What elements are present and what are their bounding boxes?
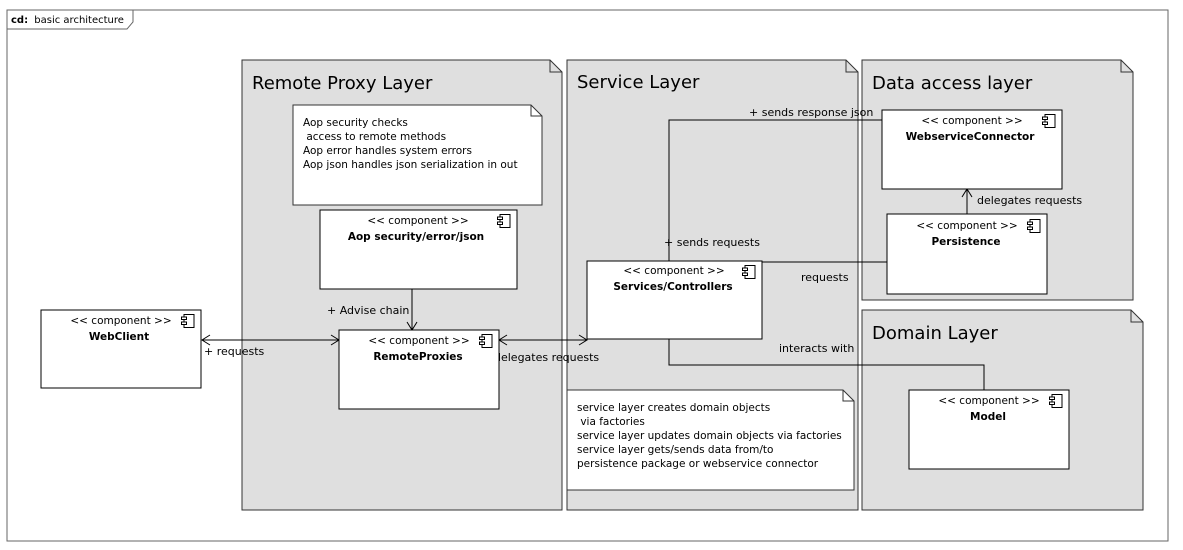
note-line: access to remote methods [303,131,446,143]
component-stereotype: << component >> [623,265,724,277]
component-stereotype: << component >> [916,220,1017,232]
svg-text:cd: basic architecture: cd: basic architecture [11,15,124,26]
component-stereotype: << component >> [938,395,1039,407]
arrowhead [201,334,211,346]
label-interacts-with: interacts with [779,342,854,355]
note-line: service layer updates domain objects via… [577,430,842,442]
note-aop: Aop security checks access to remote met… [292,104,543,206]
note-service: service layer creates domain objects via… [566,389,855,491]
component-name: WebClient [89,331,149,343]
component-stereotype: << component >> [368,335,469,347]
component-services-controllers[interactable]: << component >> Services/Controllers [586,260,763,340]
component-persistence[interactable]: << component >> Persistence [886,213,1048,295]
package-title: Domain Layer [872,323,998,344]
note-line: Aop json handles json serialization in o… [303,159,518,171]
note-line: via factories [577,416,645,428]
component-stereotype: << component >> [921,115,1022,127]
component-aop[interactable]: << component >> Aop security/error/json [319,209,518,290]
note-line: service layer gets/sends data from/to [577,444,773,456]
component-webserviceconnector[interactable]: << component >> WebserviceConnector [881,109,1063,190]
package-title: Data access layer [872,73,1033,94]
component-model[interactable]: << component >> Model [908,389,1070,470]
frame-title: basic architecture [34,15,124,26]
label-requests-webclient: + requests [204,345,265,358]
label-requests: requests [801,271,849,284]
component-name: Services/Controllers [613,281,732,293]
label-delegates-requests: delegates requests [494,351,599,364]
note-line: service layer creates domain objects [577,402,770,414]
connector-services-webservice [668,119,882,261]
component-stereotype: << component >> [367,215,468,227]
arrowhead [578,334,588,346]
label-advise-chain: + Advise chain [327,304,409,317]
note-line: persistence package or webservice connec… [577,458,819,470]
package-title: Remote Proxy Layer [252,73,433,94]
component-webclient[interactable]: << component >> WebClient [40,309,202,389]
frame-prefix: cd: [11,15,28,26]
component-remoteproxies[interactable]: << component >> RemoteProxies [338,329,500,410]
component-name: Aop security/error/json [348,231,484,243]
note-line: Aop security checks [303,117,408,129]
component-name: RemoteProxies [373,351,462,363]
label-delegates-requests-persistence: delegates requests [977,194,1082,207]
component-stereotype: << component >> [70,315,171,327]
component-name: Persistence [931,236,1000,248]
package-title: Service Layer [577,72,700,93]
note-line: Aop error handles system errors [303,145,472,157]
label-sends-requests: + sends requests [664,236,760,249]
label-sends-response-json: + sends response json [749,106,873,119]
connector-services-model [668,339,985,390]
component-name: Model [970,411,1006,423]
connectors [201,119,985,390]
component-name: WebserviceConnector [906,131,1036,143]
